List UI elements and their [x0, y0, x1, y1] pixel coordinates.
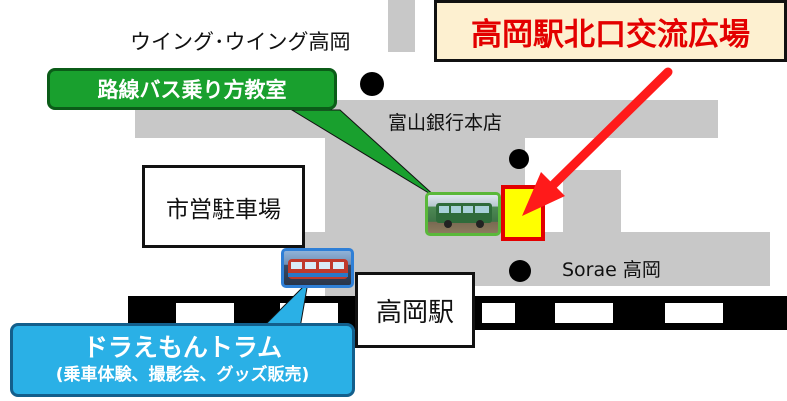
wing-wing-label: ウイング･ウイング高岡: [130, 30, 351, 54]
toyama-bank-marker: [509, 149, 529, 169]
station-label: 高岡駅: [375, 297, 454, 328]
sorae-label: Sorae 高岡: [562, 259, 661, 281]
wing-wing-marker: [360, 72, 384, 96]
tram-callout-title: ドラえもんトラム: [82, 333, 283, 362]
road-right-vertical: [563, 170, 621, 232]
bus-callout-pointer: [290, 109, 438, 199]
venue-title: 高岡駅北口交流広場: [471, 16, 750, 53]
bus-photo: [425, 192, 501, 236]
bus-callout: 路線バス乗り方教室: [47, 68, 337, 110]
bus-callout-label: 路線バス乗り方教室: [97, 78, 287, 102]
tram-icon: [288, 259, 348, 279]
sorae-marker: [509, 260, 531, 282]
toyama-bank-label: 富山銀行本店: [388, 112, 503, 134]
parking-box: 市営駐車場: [142, 165, 305, 248]
venue-arrow-head: [522, 172, 565, 216]
bus-icon: [436, 203, 492, 228]
venue-title-box: 高岡駅北口交流広場: [434, 0, 787, 62]
venue-arrow-shaft: [543, 67, 673, 195]
parking-label: 市営駐車場: [166, 196, 281, 223]
tram-callout-subtitle: (乗車体験、撮影会、グッズ販売): [55, 365, 310, 385]
tram-callout: ドラえもんトラム (乗車体験、撮影会、グッズ販売): [10, 323, 355, 397]
station-box: 高岡駅: [355, 272, 475, 348]
tram-photo: [281, 248, 354, 288]
road-top-vertical: [388, 0, 415, 52]
